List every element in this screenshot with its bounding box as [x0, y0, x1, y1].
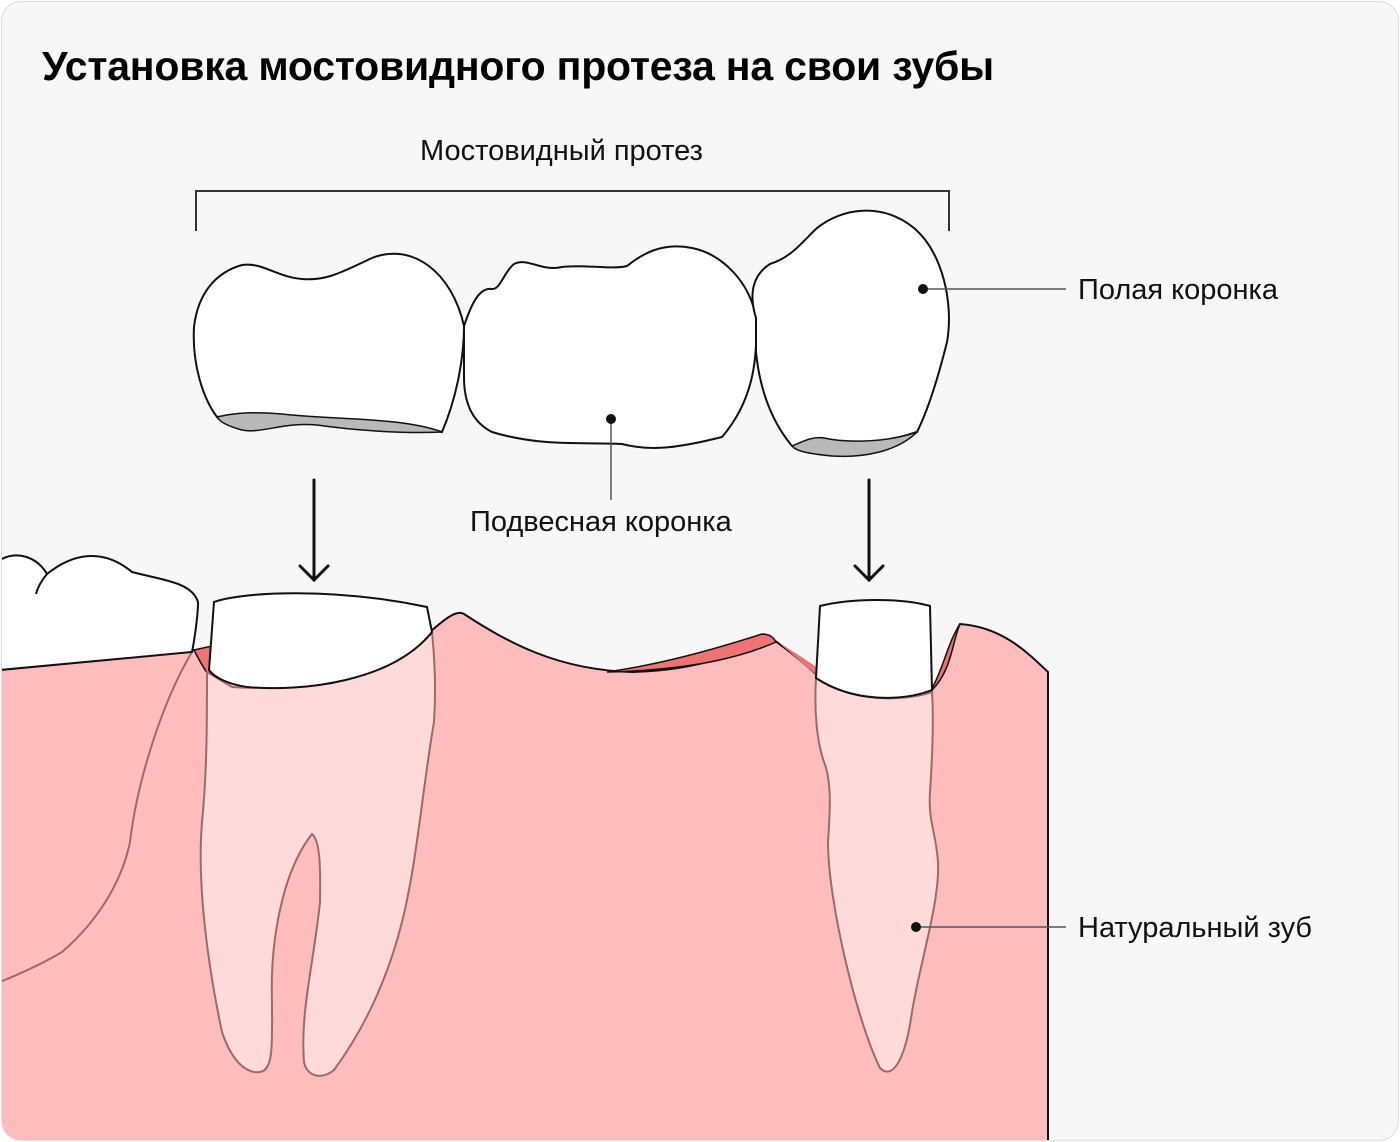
left-prepared-tooth: [207, 592, 434, 690]
right-abutment-root: [814, 676, 940, 1073]
right-crown-shadow: [790, 431, 918, 458]
gum-edge-right-a: [778, 642, 820, 678]
pontic-crown: [463, 245, 758, 449]
dot-marker-icon: [911, 922, 921, 932]
left-neighbor-crown: [2, 554, 200, 671]
page-title: Установка мостовидного протеза на свои з…: [42, 43, 994, 89]
natural-tooth-label: Натуральный зуб: [1078, 912, 1313, 944]
bridge-bracket: [195, 190, 950, 231]
left-crown-shadow: [215, 412, 443, 434]
bridge-label: Мостовидный протез: [420, 135, 703, 167]
right-prepared-tooth: [814, 599, 934, 699]
right-hollow-crown: [751, 209, 950, 449]
gum-edge-right-b: [931, 623, 961, 692]
arrow-down-icon: [298, 478, 330, 583]
left-abutment-root: [199, 629, 437, 1077]
gum-edge-middle: [606, 633, 778, 673]
dot-marker-icon: [606, 414, 616, 424]
left-neighbor-root-outline: [2, 651, 193, 983]
hollow-crown-label: Полая коронка: [1078, 274, 1279, 306]
pontic-crown-label: Подвесная коронка: [470, 506, 732, 538]
dot-marker-icon: [918, 284, 928, 294]
left-hollow-crown: [192, 252, 466, 434]
arrow-down-icon: [853, 478, 885, 583]
left-neighbor-fissure: [35, 573, 48, 595]
